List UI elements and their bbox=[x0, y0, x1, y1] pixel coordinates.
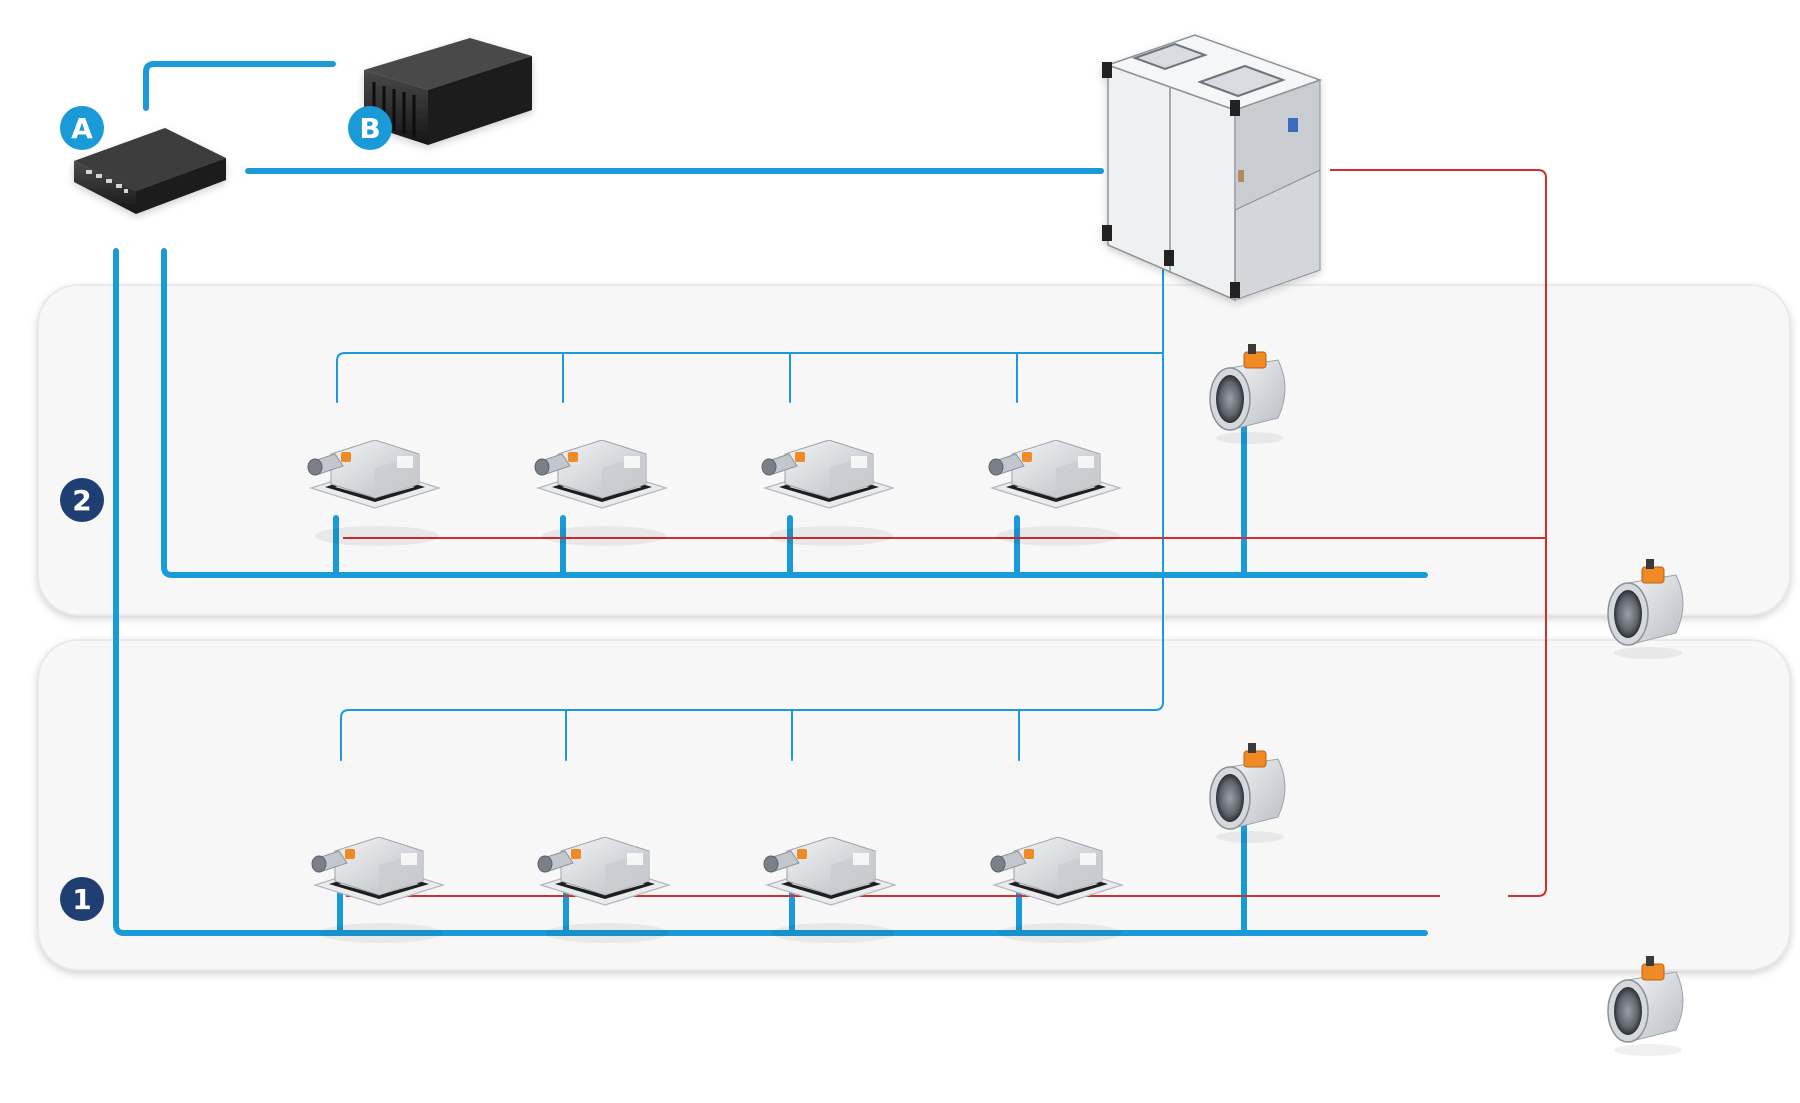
badge-b: B bbox=[348, 106, 392, 150]
badge-a-label: A bbox=[71, 112, 93, 145]
floor-2-trunk bbox=[161, 248, 1428, 578]
floor-1-trunk bbox=[113, 248, 1428, 936]
floor-1-badge: 1 bbox=[60, 877, 104, 921]
floor-1-badge-label: 1 bbox=[72, 883, 91, 916]
badge-b-label: B bbox=[359, 112, 380, 145]
air-handling-unit bbox=[1102, 34, 1323, 302]
floor-2-badge-label: 2 bbox=[72, 484, 91, 517]
floor-1-damper-fire bbox=[1607, 955, 1684, 1057]
controller-device bbox=[74, 128, 226, 214]
floor-panel-1 bbox=[37, 639, 1791, 971]
floor-2-badge: 2 bbox=[60, 478, 104, 522]
ahu-signal-line bbox=[340, 261, 1164, 761]
controller-server-link bbox=[143, 61, 336, 111]
badge-a: A bbox=[60, 106, 104, 150]
server-device bbox=[364, 38, 532, 145]
floor-panel-2 bbox=[37, 284, 1791, 616]
